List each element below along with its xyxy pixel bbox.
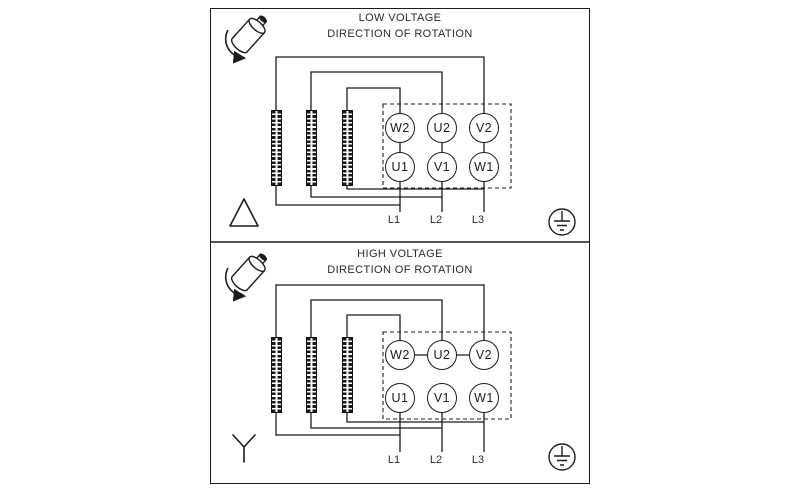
rotation-direction-icon: [224, 15, 268, 64]
diagram-frame: [210, 8, 590, 484]
terminal-w2: W2: [385, 113, 415, 143]
terminal-v1: V1: [427, 383, 457, 413]
terminal-w1: W1: [469, 383, 499, 413]
terminal-w1: W1: [469, 152, 499, 182]
line-label-l2: L2: [429, 214, 443, 226]
rotation-arrow: [224, 267, 247, 302]
rotation-arrow: [224, 29, 247, 64]
wye-connection-icon: [232, 434, 256, 463]
line-label-l2: L2: [429, 454, 443, 466]
terminal-v1: V1: [427, 152, 457, 182]
terminal-strip-icon: [306, 337, 317, 413]
terminal-strip-icon: [342, 110, 353, 186]
jumper-zone-dashed-box: [382, 331, 512, 420]
delta-connection-icon: [229, 198, 259, 227]
earth-ground-icon: [548, 443, 576, 471]
jumper-zone-dashed-box: [382, 103, 512, 189]
terminal-v2: V2: [469, 113, 499, 143]
panel-subtitle-low-voltage: DIRECTION OF ROTATION: [327, 28, 473, 40]
terminal-strip-icon: [271, 110, 282, 186]
panel-title-high-voltage: HIGH VOLTAGE: [357, 248, 443, 260]
terminal-u1: U1: [385, 152, 415, 182]
terminal-strip-icon: [342, 337, 353, 413]
rotation-direction-icon: [224, 253, 268, 302]
terminal-u2: U2: [427, 113, 457, 143]
line-label-l3: L3: [471, 454, 485, 466]
panel-title-low-voltage: LOW VOLTAGE: [358, 12, 442, 24]
terminal-strip-icon: [306, 110, 317, 186]
line-label-l1: L1: [387, 454, 401, 466]
line-label-l3: L3: [471, 214, 485, 226]
terminal-u2: U2: [427, 340, 457, 370]
earth-ground-icon: [548, 208, 576, 236]
terminal-w2: W2: [385, 340, 415, 370]
panel-subtitle-high-voltage: DIRECTION OF ROTATION: [327, 264, 473, 276]
terminal-u1: U1: [385, 383, 415, 413]
motor-shaft: [230, 15, 268, 54]
motor-shaft: [230, 253, 268, 292]
line-label-l1: L1: [387, 214, 401, 226]
terminal-v2: V2: [469, 340, 499, 370]
terminal-strip-icon: [271, 337, 282, 413]
